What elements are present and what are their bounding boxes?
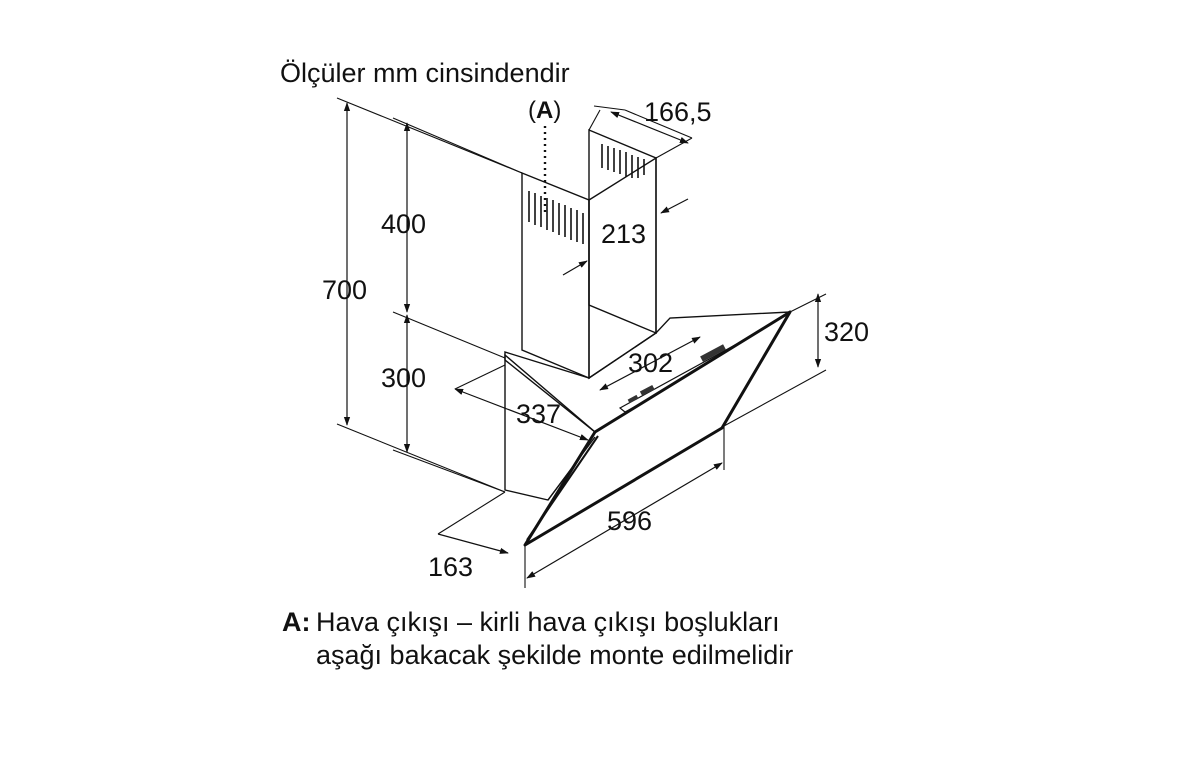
dim-337-line — [454, 388, 589, 441]
front-vent-slots — [528, 191, 584, 244]
callout-a: (A) — [528, 97, 561, 212]
dim-166-line — [610, 111, 689, 144]
legend-key: A: — [282, 607, 311, 637]
legend-line-1: Hava çıkışı – kirli hava çıkışı boşlukla… — [316, 607, 780, 637]
callout-open-paren: ( — [528, 97, 536, 124]
legend-line-2: aşağı bakacak şekilde monte edilmelidir — [316, 640, 794, 670]
dim-213-label: 213 — [601, 219, 646, 249]
callout-letter: A — [536, 97, 553, 124]
dim-596-line — [526, 462, 723, 579]
title: Ölçüler mm cinsindendir — [280, 58, 570, 88]
dimension-arrows — [343, 102, 822, 579]
svg-text:(A): (A) — [528, 97, 561, 124]
dim-213-bottom-pointer — [562, 260, 588, 276]
extension-lines — [336, 97, 827, 588]
dim-337-label: 337 — [516, 399, 561, 429]
dim-596-label: 596 — [607, 506, 652, 536]
dim-320-label: 320 — [824, 317, 869, 347]
dim-400-label: 400 — [381, 209, 426, 239]
back-vent-slots — [601, 144, 645, 178]
dim-166-label: 166,5 — [644, 97, 712, 127]
dim-302-label: 302 — [628, 348, 673, 378]
dimension-labels: 166,5 213 400 700 300 320 302 337 163 59… — [322, 97, 869, 582]
dim-163-label: 163 — [428, 552, 473, 582]
dim-163-line — [437, 533, 509, 554]
chimney — [521, 128, 657, 380]
dim-302-line — [599, 336, 701, 391]
callout-close-paren: ) — [553, 97, 561, 124]
dim-213-top-pointer — [660, 198, 689, 214]
dim-300-label: 300 — [381, 363, 426, 393]
dim-700-label: 700 — [322, 275, 367, 305]
